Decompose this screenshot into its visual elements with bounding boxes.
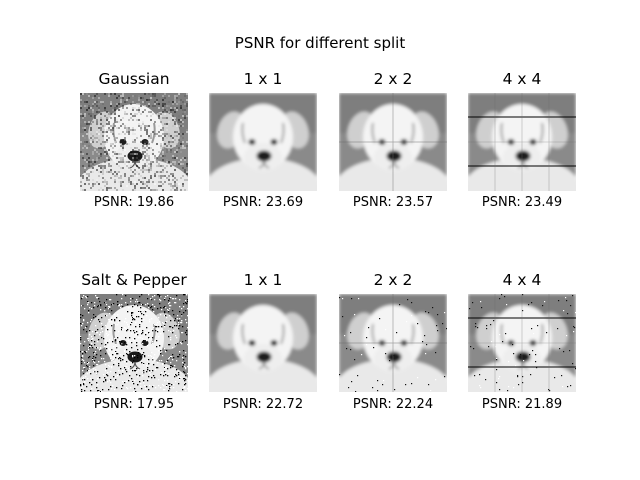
psnr-caption-gaussian-2x2: PSNR: 23.57 bbox=[352, 195, 434, 210]
psnr-caption-salt-pepper-4x4: PSNR: 21.89 bbox=[481, 397, 563, 412]
psnr-caption-gaussian: PSNR: 19.86 bbox=[93, 195, 175, 210]
psnr-caption-salt-pepper-2x2: PSNR: 22.24 bbox=[352, 397, 434, 412]
puppy-image-salt-pepper-noisy bbox=[80, 294, 188, 392]
psnr-caption-gaussian-1x1: PSNR: 23.69 bbox=[222, 195, 304, 210]
panel-title-1x1-gaussian: 1 x 1 bbox=[243, 70, 283, 88]
psnr-caption-salt-pepper: PSNR: 17.95 bbox=[93, 397, 175, 412]
figure-title: PSNR for different split bbox=[234, 34, 406, 52]
panel-title-salt-pepper: Salt & Pepper bbox=[81, 271, 187, 289]
panel-title-gaussian: Gaussian bbox=[98, 70, 170, 88]
puppy-image-salt-pepper-denoised-4x4 bbox=[468, 294, 576, 392]
puppy-image-salt-pepper-denoised-2x2 bbox=[339, 294, 447, 392]
panel-title-2x2-gaussian: 2 x 2 bbox=[373, 70, 413, 88]
panel-title-4x4-salt-pepper: 4 x 4 bbox=[502, 271, 542, 289]
psnr-caption-salt-pepper-1x1: PSNR: 22.72 bbox=[222, 397, 304, 412]
panel-title-1x1-salt-pepper: 1 x 1 bbox=[243, 271, 283, 289]
puppy-image-gaussian-denoised-1x1 bbox=[209, 93, 317, 191]
panel-title-4x4-gaussian: 4 x 4 bbox=[502, 70, 542, 88]
puppy-image-gaussian-noisy bbox=[80, 93, 188, 191]
puppy-image-gaussian-denoised-4x4 bbox=[468, 93, 576, 191]
puppy-image-gaussian-denoised-2x2 bbox=[339, 93, 447, 191]
psnr-caption-gaussian-4x4: PSNR: 23.49 bbox=[481, 195, 563, 210]
puppy-image-salt-pepper-denoised-1x1 bbox=[209, 294, 317, 392]
panel-title-2x2-salt-pepper: 2 x 2 bbox=[373, 271, 413, 289]
